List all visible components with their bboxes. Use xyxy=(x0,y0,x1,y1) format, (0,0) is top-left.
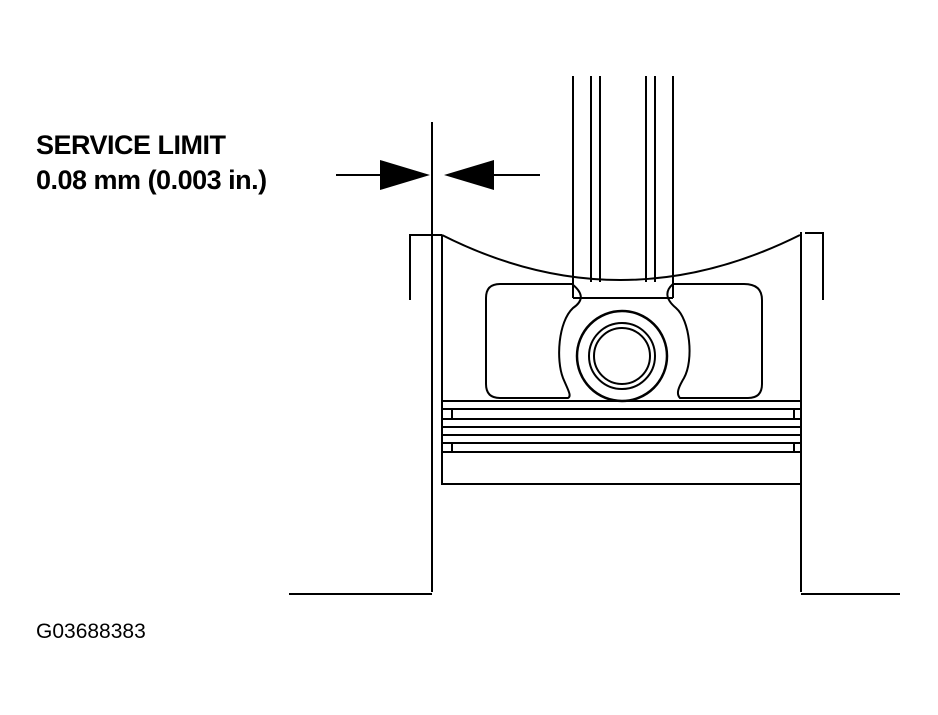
service-limit-label: SERVICE LIMIT xyxy=(36,130,226,160)
piston-pocket-right xyxy=(666,283,763,399)
wrist-pin xyxy=(575,309,669,403)
figure-id: G03688383 xyxy=(36,620,146,643)
connecting-rod xyxy=(572,76,674,299)
clearance-dimension-arrows xyxy=(336,160,540,190)
piston-pocket xyxy=(485,283,582,399)
cylinder-wall-left xyxy=(289,122,433,595)
service-limit-value: 0.08 mm (0.003 in.) xyxy=(36,165,267,195)
piston-ring-lands xyxy=(441,400,802,485)
piston-crown xyxy=(441,234,801,281)
cylinder-wall-right xyxy=(800,232,900,595)
